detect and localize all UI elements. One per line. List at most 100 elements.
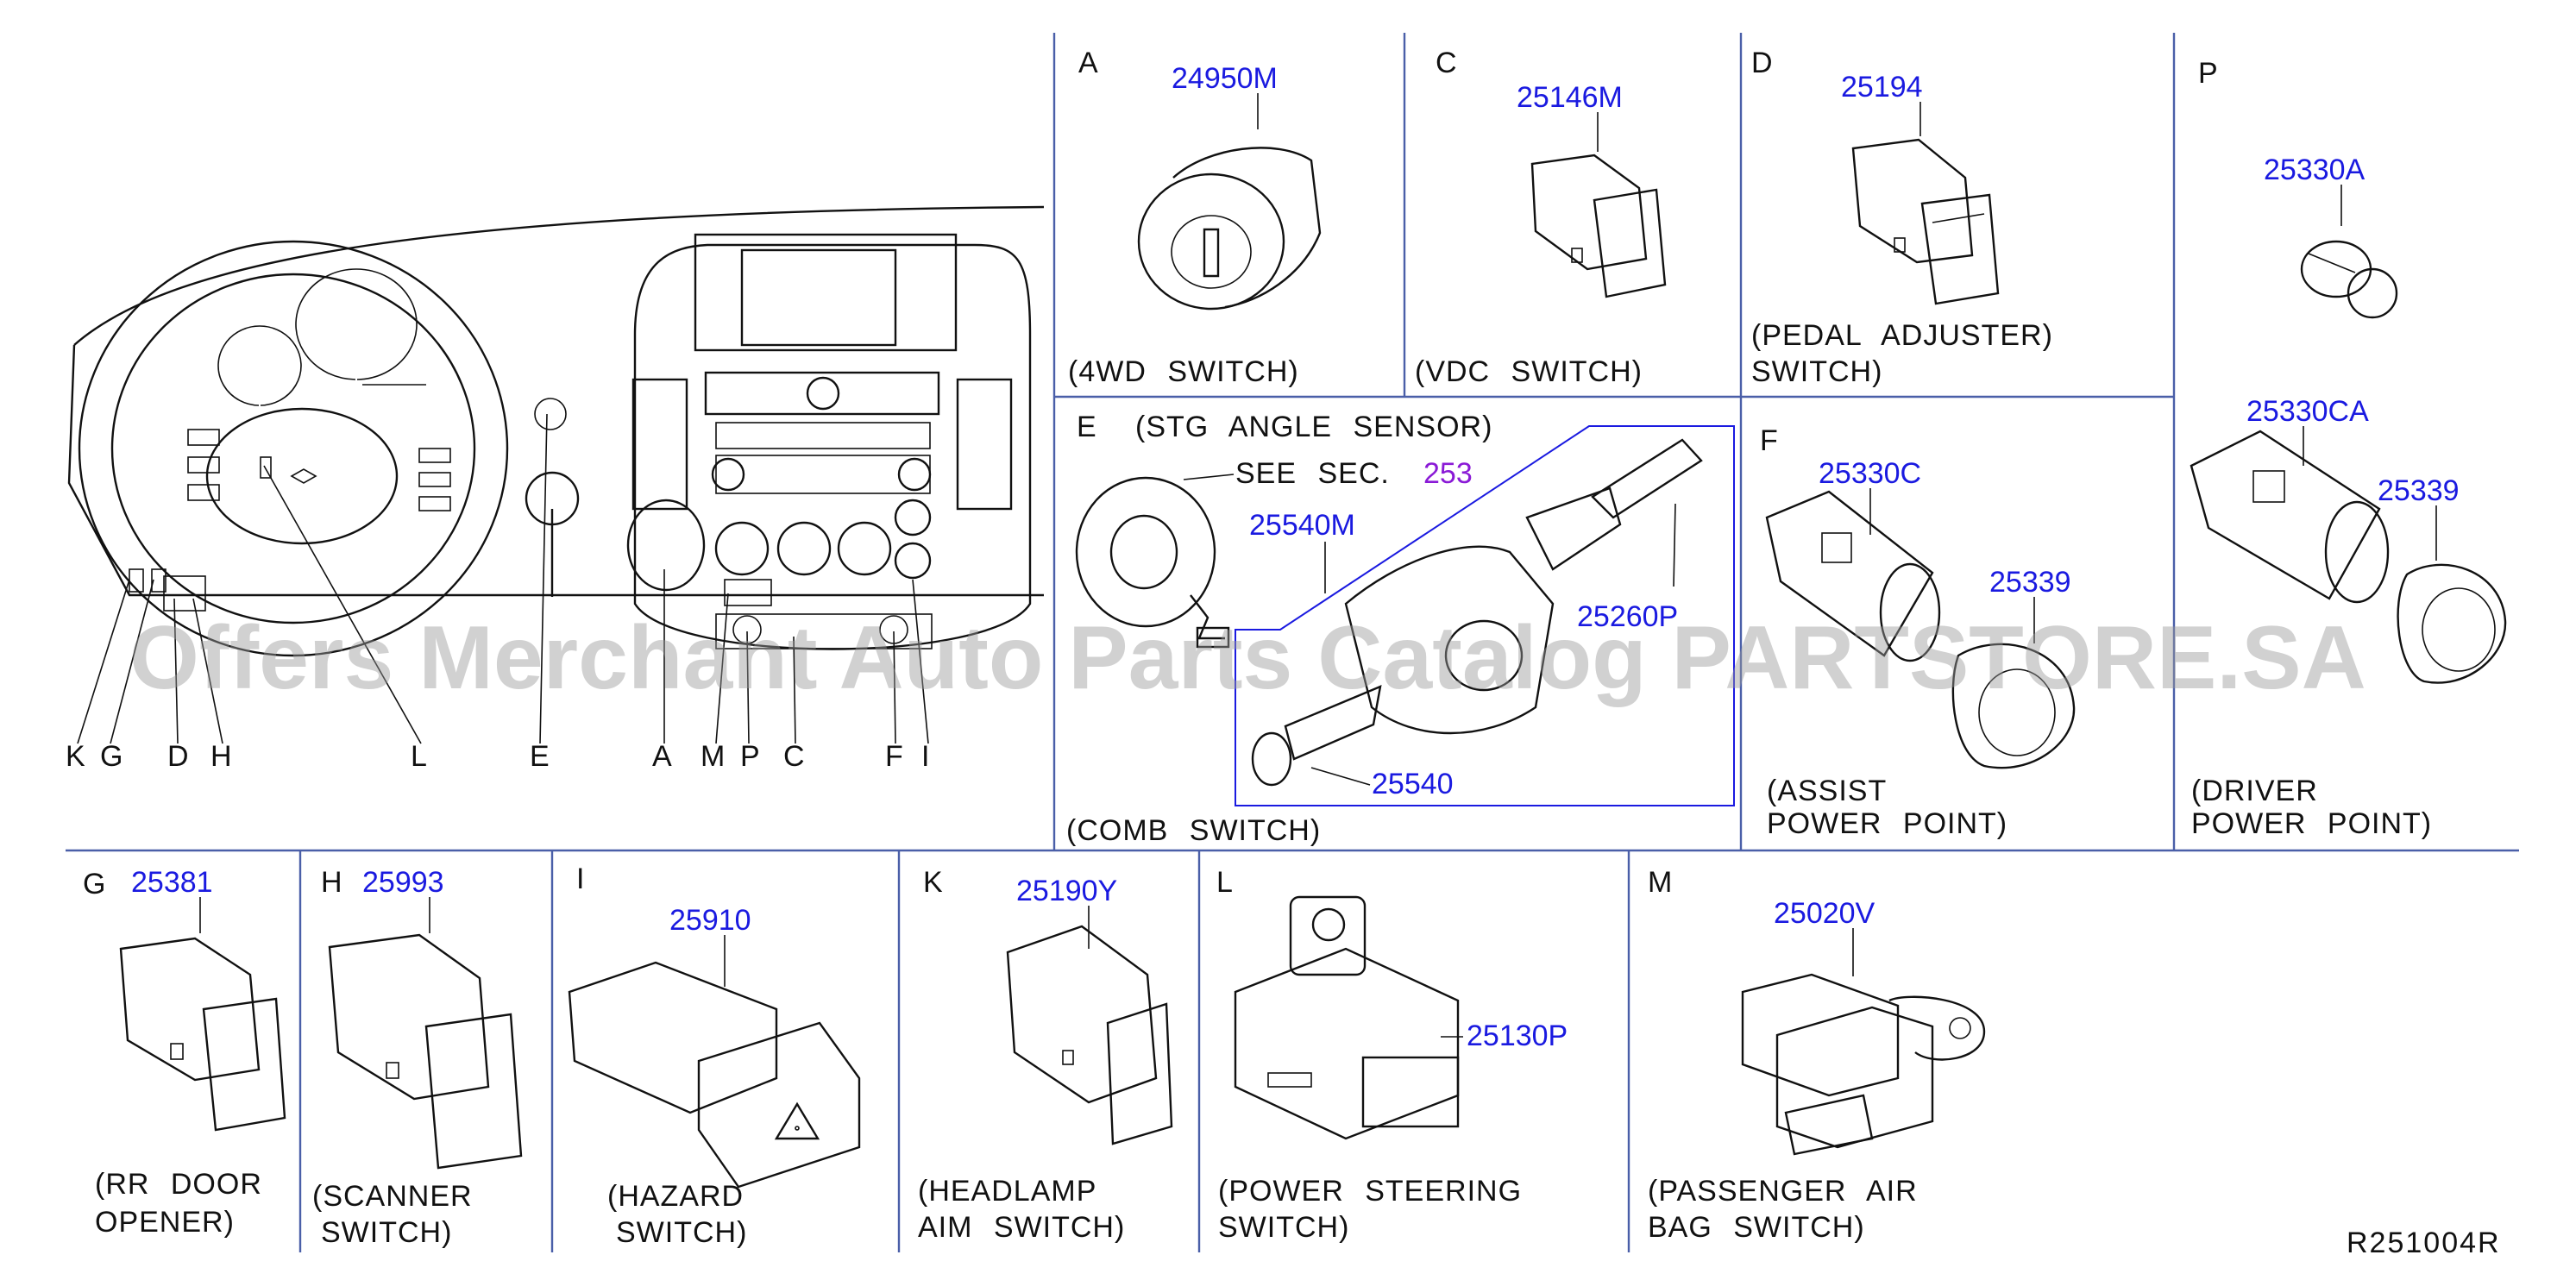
caption-line-1: (RR DOOR	[95, 1168, 262, 1201]
power-steering-switch-drawing	[1234, 895, 1460, 1140]
panel-d-pedal-adjuster-switch: D 25194 (PEDAL ADJUSTER) SWITCH)	[1751, 47, 2053, 388]
panel-letter: G	[83, 868, 107, 900]
part-number-25330ca[interactable]: 25330CA	[2246, 395, 2369, 428]
part-number[interactable]: 25130P	[1467, 1020, 1568, 1052]
caption-line-2: POWER POINT)	[1767, 807, 2007, 840]
caption-line-2: AIM SWITCH)	[918, 1211, 1125, 1244]
caption-line-1: (HEADLAMP	[918, 1175, 1096, 1208]
pedal-adjuster-switch-drawing	[1851, 138, 2000, 305]
rr-door-opener-drawing	[119, 937, 286, 1132]
overview-letter-d: D	[167, 740, 191, 773]
panel-letter: F	[1760, 424, 1780, 457]
panel-letter: I	[576, 863, 586, 895]
panel-f-assist-power-point: F 25330C 25339 (ASSIST POWER POINT)	[1760, 424, 2076, 840]
part-number[interactable]: 25993	[362, 866, 444, 899]
caption-line-2: SWITCH)	[1218, 1211, 1349, 1244]
overview-letter-m: M	[701, 740, 726, 773]
caption-line-2: SWITCH)	[1751, 355, 1882, 388]
panel-letter: M	[1648, 866, 1674, 899]
comb-switch-drawing	[1251, 438, 1703, 787]
caption-line-1: (VDC SWITCH)	[1415, 355, 1643, 388]
panel-i-hazard-switch: I 25910 (HAZARD SWITCH)	[568, 863, 861, 1249]
part-number[interactable]: 25146M	[1517, 81, 1623, 114]
panel-letter: C	[1436, 47, 1459, 79]
headlamp-aim-switch-drawing	[1006, 925, 1173, 1145]
panel-letter: E	[1077, 411, 1098, 443]
dashboard-overview	[67, 205, 1045, 657]
power-point-plug-drawing	[2397, 563, 2507, 684]
overview-letter-h: H	[210, 740, 234, 773]
diagram-reference-code: R251004R	[2347, 1227, 2501, 1259]
panel-m-passenger-air-bag-switch: M 25020V (PASSENGER AIR BAG SWITCH)	[1648, 866, 1986, 1244]
part-number-25260p[interactable]: 25260P	[1577, 600, 1678, 633]
overview-letters: K G D H L E A M P C F I	[66, 740, 931, 773]
panel-letter: A	[1078, 47, 1100, 79]
caption-line-2: OPENER)	[95, 1206, 235, 1239]
caption-line-1: (DRIVER	[2191, 775, 2318, 807]
caption-line-2: SWITCH)	[616, 1216, 747, 1249]
panel-l-power-steering-switch: L 25130P (POWER STEERING SWITCH)	[1216, 866, 1568, 1244]
part-number-25330a[interactable]: 25330A	[2264, 154, 2366, 186]
caption-line-2: BAG SWITCH)	[1648, 1211, 1865, 1244]
overview-letter-f: F	[885, 740, 905, 773]
overview-letter-a: A	[652, 740, 674, 773]
part-number[interactable]: 25020V	[1774, 897, 1875, 930]
part-number-25330c[interactable]: 25330C	[1819, 457, 1921, 490]
watermark: Offers Merchant Auto Parts Catalog PARTS…	[129, 608, 2366, 708]
panel-letter: P	[2198, 57, 2220, 90]
steering-angle-sensor-drawing	[1075, 474, 1235, 649]
part-number-25339[interactable]: 25339	[1989, 566, 2071, 599]
part-number-25540[interactable]: 25540	[1372, 768, 1454, 800]
part-number[interactable]: 25194	[1841, 71, 1923, 104]
caption-line-1: (HAZARD	[607, 1180, 744, 1213]
scanner-switch-drawing	[328, 933, 523, 1170]
overview-letter-e: E	[530, 740, 551, 773]
hazard-switch-drawing	[568, 961, 861, 1189]
caption-line-1: (PASSENGER AIR	[1648, 1175, 1918, 1208]
caption-line-1: (SCANNER	[312, 1180, 473, 1213]
caption-line-1: (POWER STEERING	[1218, 1175, 1522, 1208]
panel-h-scanner-switch: H 25993 (SCANNER SWITCH)	[312, 866, 523, 1249]
panel-letter: K	[923, 866, 945, 899]
panel-letter: L	[1216, 866, 1235, 899]
caption-line-1: (PEDAL ADJUSTER)	[1751, 319, 2053, 352]
overview-letter-i: I	[921, 740, 931, 773]
comb-switch-frame	[1235, 425, 1735, 806]
caption-line-1: (4WD SWITCH)	[1068, 355, 1299, 388]
overview-letter-p: P	[740, 740, 762, 773]
stg-angle-sensor-label: (STG ANGLE SENSOR)	[1135, 411, 1492, 443]
part-number-25540m[interactable]: 25540M	[1249, 509, 1355, 542]
4wd-switch-drawing	[1137, 147, 1322, 311]
caption-line-2: POWER POINT)	[2191, 807, 2432, 840]
power-point-cap-drawing	[2300, 240, 2398, 319]
part-number-25339[interactable]: 25339	[2378, 474, 2460, 507]
overview-letter-k: K	[66, 740, 87, 773]
part-number[interactable]: 25381	[131, 866, 213, 899]
panel-p-driver-power-point: P 25330A 25330CA 25339 (DRIVER POWER POI…	[2190, 57, 2507, 840]
part-number[interactable]: 25190Y	[1016, 875, 1117, 907]
assist-power-point-plug-drawing	[1951, 643, 2076, 769]
panel-e-comb-switch: E (STG ANGLE SENSOR) SEE SEC. 253 25540M…	[1066, 411, 1735, 847]
section-link-253[interactable]: 253	[1423, 457, 1473, 490]
see-section-label: SEE SEC.	[1235, 457, 1390, 490]
panel-letter: D	[1751, 47, 1775, 79]
panel-c-vdc-switch: C 25146M (VDC SWITCH)	[1415, 47, 1667, 388]
panel-g-rr-door-opener: G 25381 (RR DOOR OPENER)	[83, 866, 286, 1239]
panel-k-headlamp-aim-switch: K 25190Y (HEADLAMP AIM SWITCH)	[918, 866, 1173, 1244]
vdc-switch-drawing	[1530, 154, 1667, 298]
caption-line-1: (COMB SWITCH)	[1066, 814, 1321, 847]
part-number[interactable]: 24950M	[1172, 62, 1278, 95]
overview-letter-l: L	[411, 740, 429, 773]
overview-leaders	[77, 413, 929, 744]
caption-line-1: (ASSIST	[1767, 775, 1887, 807]
assist-power-point-socket-drawing	[1765, 490, 1941, 662]
panel-a-4wd-switch: A 24950M (4WD SWITCH)	[1068, 47, 1322, 388]
panel-dividers	[66, 33, 2519, 1252]
part-number[interactable]: 25910	[669, 904, 751, 937]
overview-letter-c: C	[783, 740, 807, 773]
hazard-triangle-icon	[795, 1126, 800, 1131]
panel-letter: H	[321, 866, 344, 899]
caption-line-2: SWITCH)	[321, 1216, 452, 1249]
overview-letter-g: G	[100, 740, 124, 773]
